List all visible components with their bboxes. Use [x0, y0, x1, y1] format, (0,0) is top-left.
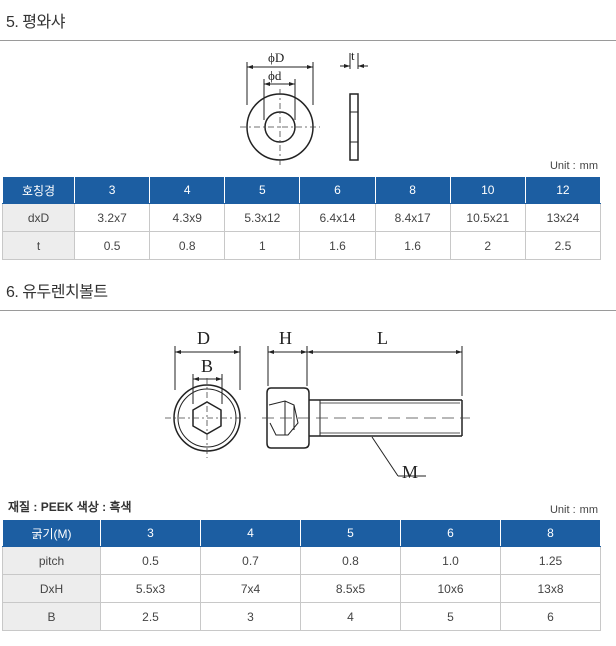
washer-cell: 5.3x12: [224, 203, 301, 232]
bolt-cell: 1.0: [400, 546, 501, 575]
bolt-drawing: D B H L M: [165, 328, 470, 482]
washer-header-size: 8: [374, 176, 451, 204]
section5-divider: [0, 40, 616, 41]
washer-cell: 3.2x7: [73, 203, 151, 232]
bolt-label-L: L: [377, 328, 388, 348]
bolt-cell: 0.7: [200, 546, 301, 575]
washer-cell: 1.6: [374, 231, 451, 260]
bolt-cell: 5: [400, 602, 501, 631]
bolt-header-size: 6: [400, 519, 501, 547]
section6-title: 6. 유두렌치볼트: [6, 284, 108, 301]
washer-label-phid: ϕd: [268, 68, 282, 83]
unit-label: Unit :: [549, 160, 576, 172]
unit-value: mm: [579, 160, 598, 172]
bolt-cell: 4: [300, 602, 401, 631]
bolt-header-size: 8: [500, 519, 601, 547]
washer-cell: 1.6: [299, 231, 376, 260]
bolt-cell: 2.5: [100, 602, 201, 631]
washer-cell: 2: [449, 231, 526, 260]
section6-unit: Unit :mm: [550, 504, 598, 516]
washer-cell: 4.3x9: [149, 203, 226, 232]
section5-unit: Unit :mm: [550, 160, 598, 172]
washer-row-label: t: [2, 231, 75, 260]
unit-value: mm: [579, 504, 598, 516]
bolt-row-label: pitch: [2, 546, 101, 575]
washer-cell: 8.4x17: [374, 203, 451, 232]
washer-cell: 0.8: [149, 231, 226, 260]
bolt-label-D: D: [197, 328, 210, 348]
bolt-row-label: DxH: [2, 574, 101, 603]
washer-label-t: t: [351, 48, 355, 63]
bolt-label-H: H: [279, 328, 292, 348]
bolt-cell: 0.5: [100, 546, 201, 575]
washer-header-size: 4: [149, 176, 226, 204]
bolt-cell: 8.5x5: [300, 574, 401, 603]
washer-cell: 10.5x21: [449, 203, 526, 232]
bolt-header-size: 5: [300, 519, 401, 547]
unit-label: Unit :: [549, 504, 576, 516]
bolt-cell: 7x4: [200, 574, 301, 603]
washer-header-size: 5: [224, 176, 301, 204]
bolt-cell: 3: [200, 602, 301, 631]
washer-cell: 1: [224, 231, 301, 260]
bolt-label-B: B: [201, 356, 213, 376]
bolt-cell: 0.8: [300, 546, 401, 575]
washer-header-label: 호칭경: [2, 176, 75, 204]
washer-row-label: dxD: [2, 203, 75, 232]
bolt-cell: 5.5x3: [100, 574, 201, 603]
bolt-cell: 1.25: [500, 546, 601, 575]
bolt-header-size: 3: [100, 519, 201, 547]
washer-cell: 13x24: [524, 203, 601, 232]
washer-header-size: 12: [524, 176, 601, 204]
bolt-cell: 13x8: [500, 574, 601, 603]
bolt-label-M: M: [402, 462, 418, 482]
washer-header-size: 6: [299, 176, 376, 204]
bolt-cell: 6: [500, 602, 601, 631]
washer-label-phiD: ϕD: [268, 50, 284, 65]
bolt-header-size: 4: [200, 519, 301, 547]
washer-cell: 0.5: [73, 231, 151, 260]
washer-drawing: ϕD ϕd t: [240, 48, 368, 165]
material-color-note: 재질 : PEEK 색상 : 흑색: [8, 500, 132, 514]
section5-title: 5. 평와샤: [6, 14, 65, 31]
washer-cell: 2.5: [524, 231, 601, 260]
washer-cell: 6.4x14: [299, 203, 376, 232]
section6-divider: [0, 310, 616, 311]
washer-header-size: 10: [449, 176, 526, 204]
washer-header-size: 3: [73, 176, 151, 204]
bolt-header-label: 굵기(M): [2, 519, 101, 547]
bolt-cell: 10x6: [400, 574, 501, 603]
bolt-row-label: B: [2, 602, 101, 631]
